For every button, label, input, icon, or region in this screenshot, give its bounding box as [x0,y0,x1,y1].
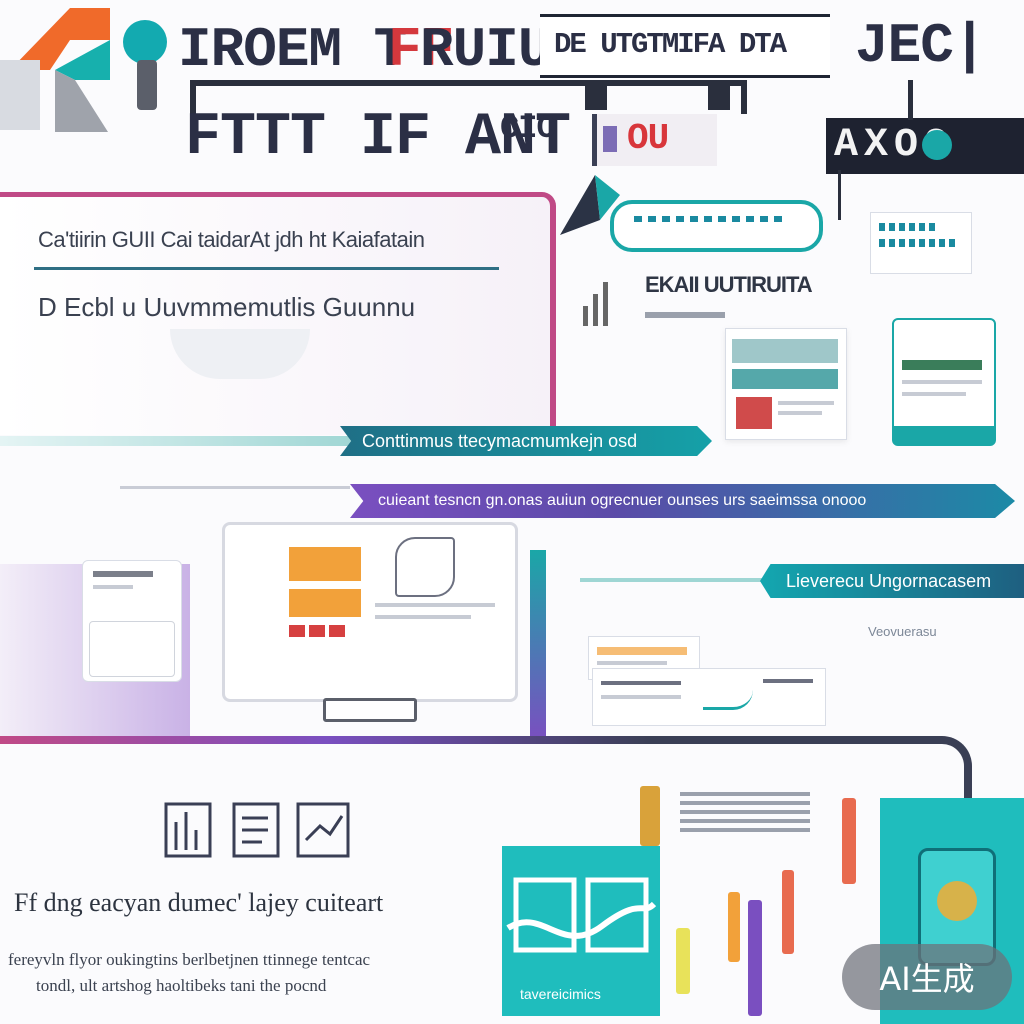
left-panel-line1: Ca'tiirin GUII Cai taidarAt jdh ht Kaiaf… [38,227,425,252]
section-divider [0,736,930,744]
header-title-box-text: DE UTGTMIFA DTA [554,28,787,61]
deco-bar-5 [782,870,794,954]
ribbon-3: Lieverecu Ungornacasem [580,564,1024,598]
deco-bar-1 [640,786,660,846]
top-right-label: EKAII UUTIRUITA [645,272,813,297]
bottom-icons [162,800,362,860]
section-divider-hook [920,736,972,814]
card-mini-chart [870,212,972,274]
header-subtitle-badge: OU [592,114,717,166]
header-subtitle-red: OU [627,118,669,159]
bird-icon [560,175,620,235]
teal-card-label: tavereicimics [520,986,601,1002]
deco-bar-6 [842,798,856,884]
top-right-ribbon [610,200,823,252]
left-panel-accent [170,329,310,379]
ribbon-3-text: Lieverecu Ungornacasem [786,571,992,591]
header-right-strip: AXOO [826,118,1024,174]
ai-badge-text: AI生成 [879,960,975,998]
deco-text-block [680,792,810,832]
middle-section [0,520,552,740]
header-subtitle-small: CIC [500,110,556,147]
main-screen-stand [323,698,417,722]
left-panel-divider [34,267,499,270]
left-panel: Ca'tiirin GUII Cai taidarAt jdh ht Kaiaf… [0,192,556,435]
ai-badge: AI生成 [842,944,1012,1010]
chart-icons [164,802,350,858]
bottom-para-2: tondl, ult artshog haoltibeks tani the p… [36,976,327,995]
header-bracket [190,80,747,114]
ribbon-1: Conttinmus ttecymacmumkejn osd [0,426,712,456]
card-device-right [892,318,996,446]
teal-card: tavereicimics [502,846,660,1016]
header-subtitle: FTTT IF ANT [185,104,571,172]
header-connector [908,80,913,120]
deco-bar-3 [728,892,740,962]
header-bracket-stub-left [585,80,607,110]
logo [0,0,170,140]
header-title-box: DE UTGTMIFA DTA [540,14,830,78]
ribbon-3-sub: Veovuerasu [868,624,937,639]
header-title-right: JEC| [855,14,986,78]
card-dashboard-a [725,328,847,440]
header-title-red: FF [388,18,454,82]
ribbon-1-text: Conttinmus ttecymacmumkejn osd [362,431,638,451]
bottom-heading: Ff dng eacyan dumec' lajey cuiteart [14,888,384,917]
header-connector-2 [838,170,841,220]
wave-chart-icon [506,877,657,953]
header-bracket-stub-right [708,80,730,110]
top-right-label-sub [645,312,725,318]
bottom-para-1: fereyvln flyor oukingtins berlbetjnen tt… [8,950,371,969]
ribbon-2: cuieant tesncn gn.onas auiun ogrecnuer o… [120,484,1015,518]
card-left-small [82,560,182,682]
ribbon-2-text: cuieant tesncn gn.onas auiun ogrecnuer o… [378,492,867,509]
header-title-left: IROEM T [178,18,407,82]
mini-bars-icon [583,280,627,326]
main-screen [222,522,518,702]
deco-bar-2 [676,928,690,994]
left-panel-line2: D Ecbl u Uuvmmemutlis Guunnu [38,292,416,322]
card-right-lower [592,668,826,726]
logo-mark-icon [0,8,167,132]
deco-bar-4 [748,900,762,1016]
